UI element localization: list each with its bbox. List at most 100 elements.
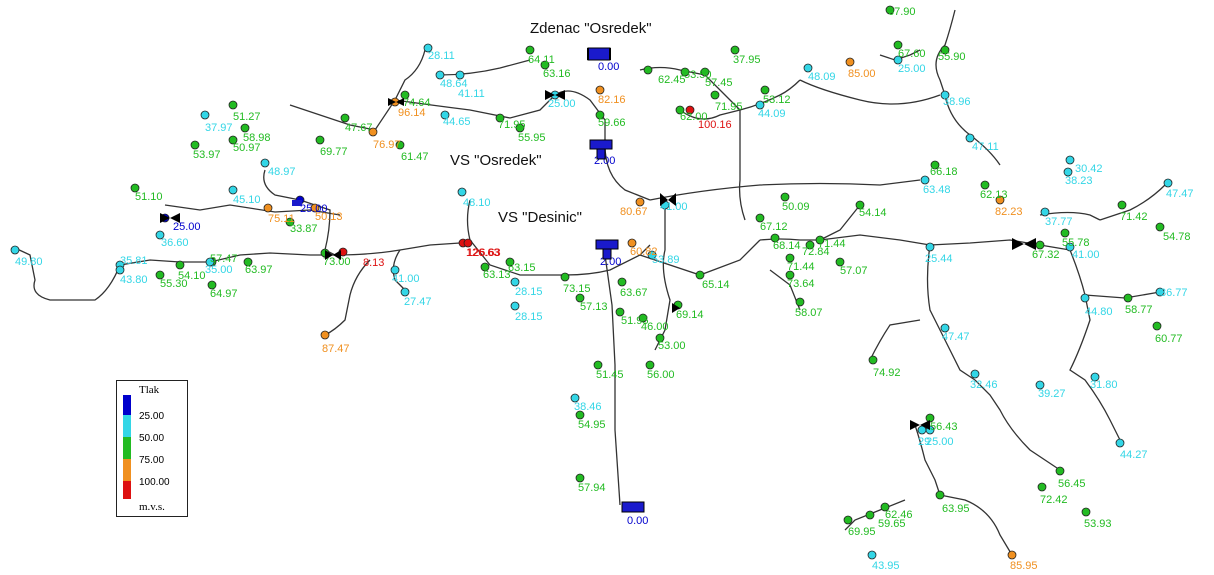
junction-node <box>617 277 627 287</box>
pressure-label: 75.11 <box>268 213 295 225</box>
pressure-label: 73.00 <box>323 256 351 268</box>
junction-node <box>1065 155 1075 165</box>
legend-value: 25.00 <box>139 411 165 422</box>
junction-node <box>965 133 975 143</box>
pressure-label: 44.09 <box>758 108 786 120</box>
junction-node <box>980 180 990 190</box>
pressure-label: 85.00 <box>848 68 876 80</box>
pipe <box>564 244 651 276</box>
pipe <box>654 205 671 351</box>
junction-node <box>647 250 657 260</box>
pipe <box>1069 249 1121 441</box>
pressure-label: 50.09 <box>782 201 810 213</box>
junction-node <box>243 257 253 267</box>
junction-node <box>893 40 903 50</box>
legend-swatch-cyan <box>123 415 131 437</box>
pressure-label: 53.89 <box>652 254 680 266</box>
junction-node <box>940 323 950 333</box>
pipe <box>639 239 761 276</box>
junction-node <box>240 123 250 133</box>
junction-node <box>675 105 685 115</box>
junction-node <box>1040 207 1050 217</box>
junction-node <box>635 197 645 207</box>
junction-node <box>1090 372 1100 382</box>
pressure-label: 57.47 <box>210 253 238 265</box>
legend-value: 50.00 <box>139 433 165 444</box>
pressure-label: 50.97 <box>233 142 261 154</box>
pressure-label: 25.00 <box>300 203 328 215</box>
pressure-label: 62.45 <box>658 74 686 86</box>
pressure-label: 62.00 <box>680 111 708 123</box>
pipe <box>1084 291 1161 299</box>
pipe <box>929 239 1071 251</box>
pressure-label: 60.77 <box>1155 333 1183 345</box>
pressure-label: 85.95 <box>1010 560 1038 572</box>
junction-node <box>835 257 845 267</box>
pressure-label: 58.07 <box>795 307 823 319</box>
pipe <box>799 79 941 105</box>
pressure-label: 35.81 <box>120 255 148 267</box>
legend-swatch-red <box>123 481 131 499</box>
pipe <box>649 179 921 201</box>
junction-node <box>463 238 473 248</box>
legend-title: Tlak <box>139 384 160 396</box>
pipe <box>914 424 941 496</box>
junction-node <box>1155 287 1165 297</box>
pressure-label: 41.00 <box>392 273 420 285</box>
pipe <box>759 234 931 246</box>
junction-node <box>1035 380 1045 390</box>
pressure-label: 67.90 <box>888 6 916 18</box>
junction-node <box>785 270 795 280</box>
pressure-label: 60.82 <box>630 246 658 258</box>
junction-node <box>1055 466 1065 476</box>
junction-node <box>815 235 825 245</box>
pressure-label: 43.80 <box>120 274 148 286</box>
pressure-label: 57.07 <box>840 265 868 277</box>
pressure-label: 73.64 <box>787 278 815 290</box>
pressure-label: 66.18 <box>930 166 958 178</box>
junction-node <box>770 233 780 243</box>
junction-node <box>190 140 200 150</box>
pressure-label: 49.80 <box>15 256 43 268</box>
junction-node <box>575 293 585 303</box>
pressure-label: 47.11 <box>972 141 999 153</box>
junction-node <box>400 287 410 297</box>
junction-node <box>130 183 140 193</box>
junction-node <box>155 270 165 280</box>
junction-node <box>893 55 903 65</box>
pipe <box>879 49 921 61</box>
pressure-label: 25.00 <box>926 436 954 448</box>
pressure-label: 53.93 <box>1084 518 1112 530</box>
pressure-label: 28.15 <box>515 311 543 323</box>
pressure-label: 28.11 <box>428 50 455 62</box>
pressure-label: 82.16 <box>598 94 626 106</box>
pipe <box>935 9 1001 166</box>
junction-node <box>868 355 878 365</box>
junction-node <box>995 195 1005 205</box>
pressure-label: 37.95 <box>733 54 761 66</box>
legend: Tlak 25.00 50.00 75.00 100.00 m.v.s. <box>116 380 188 517</box>
pipe <box>14 247 121 301</box>
junction-node <box>510 301 520 311</box>
pipe <box>974 379 1061 471</box>
junction-node <box>680 67 690 77</box>
valve-icon <box>1012 238 1036 250</box>
junction-node <box>843 515 853 525</box>
pressure-label: 29 <box>918 436 930 448</box>
pressure-label: 0.00 <box>627 515 648 527</box>
valve-icon <box>660 193 676 206</box>
junction-node <box>638 313 648 323</box>
pipe <box>926 244 976 381</box>
pressure-label: 59.66 <box>598 117 626 129</box>
junction-node <box>920 175 930 185</box>
junction-node <box>1152 321 1162 331</box>
pressure-label: 32.46 <box>970 379 998 391</box>
pressure-label: 48.64 <box>440 78 468 90</box>
legend-value: 100.00 <box>139 477 170 488</box>
junction-node <box>645 360 655 370</box>
pressure-label: 51.45 <box>596 369 624 381</box>
pressure-label: 8.13 <box>363 257 384 269</box>
pressure-label: 46.00 <box>641 321 669 333</box>
